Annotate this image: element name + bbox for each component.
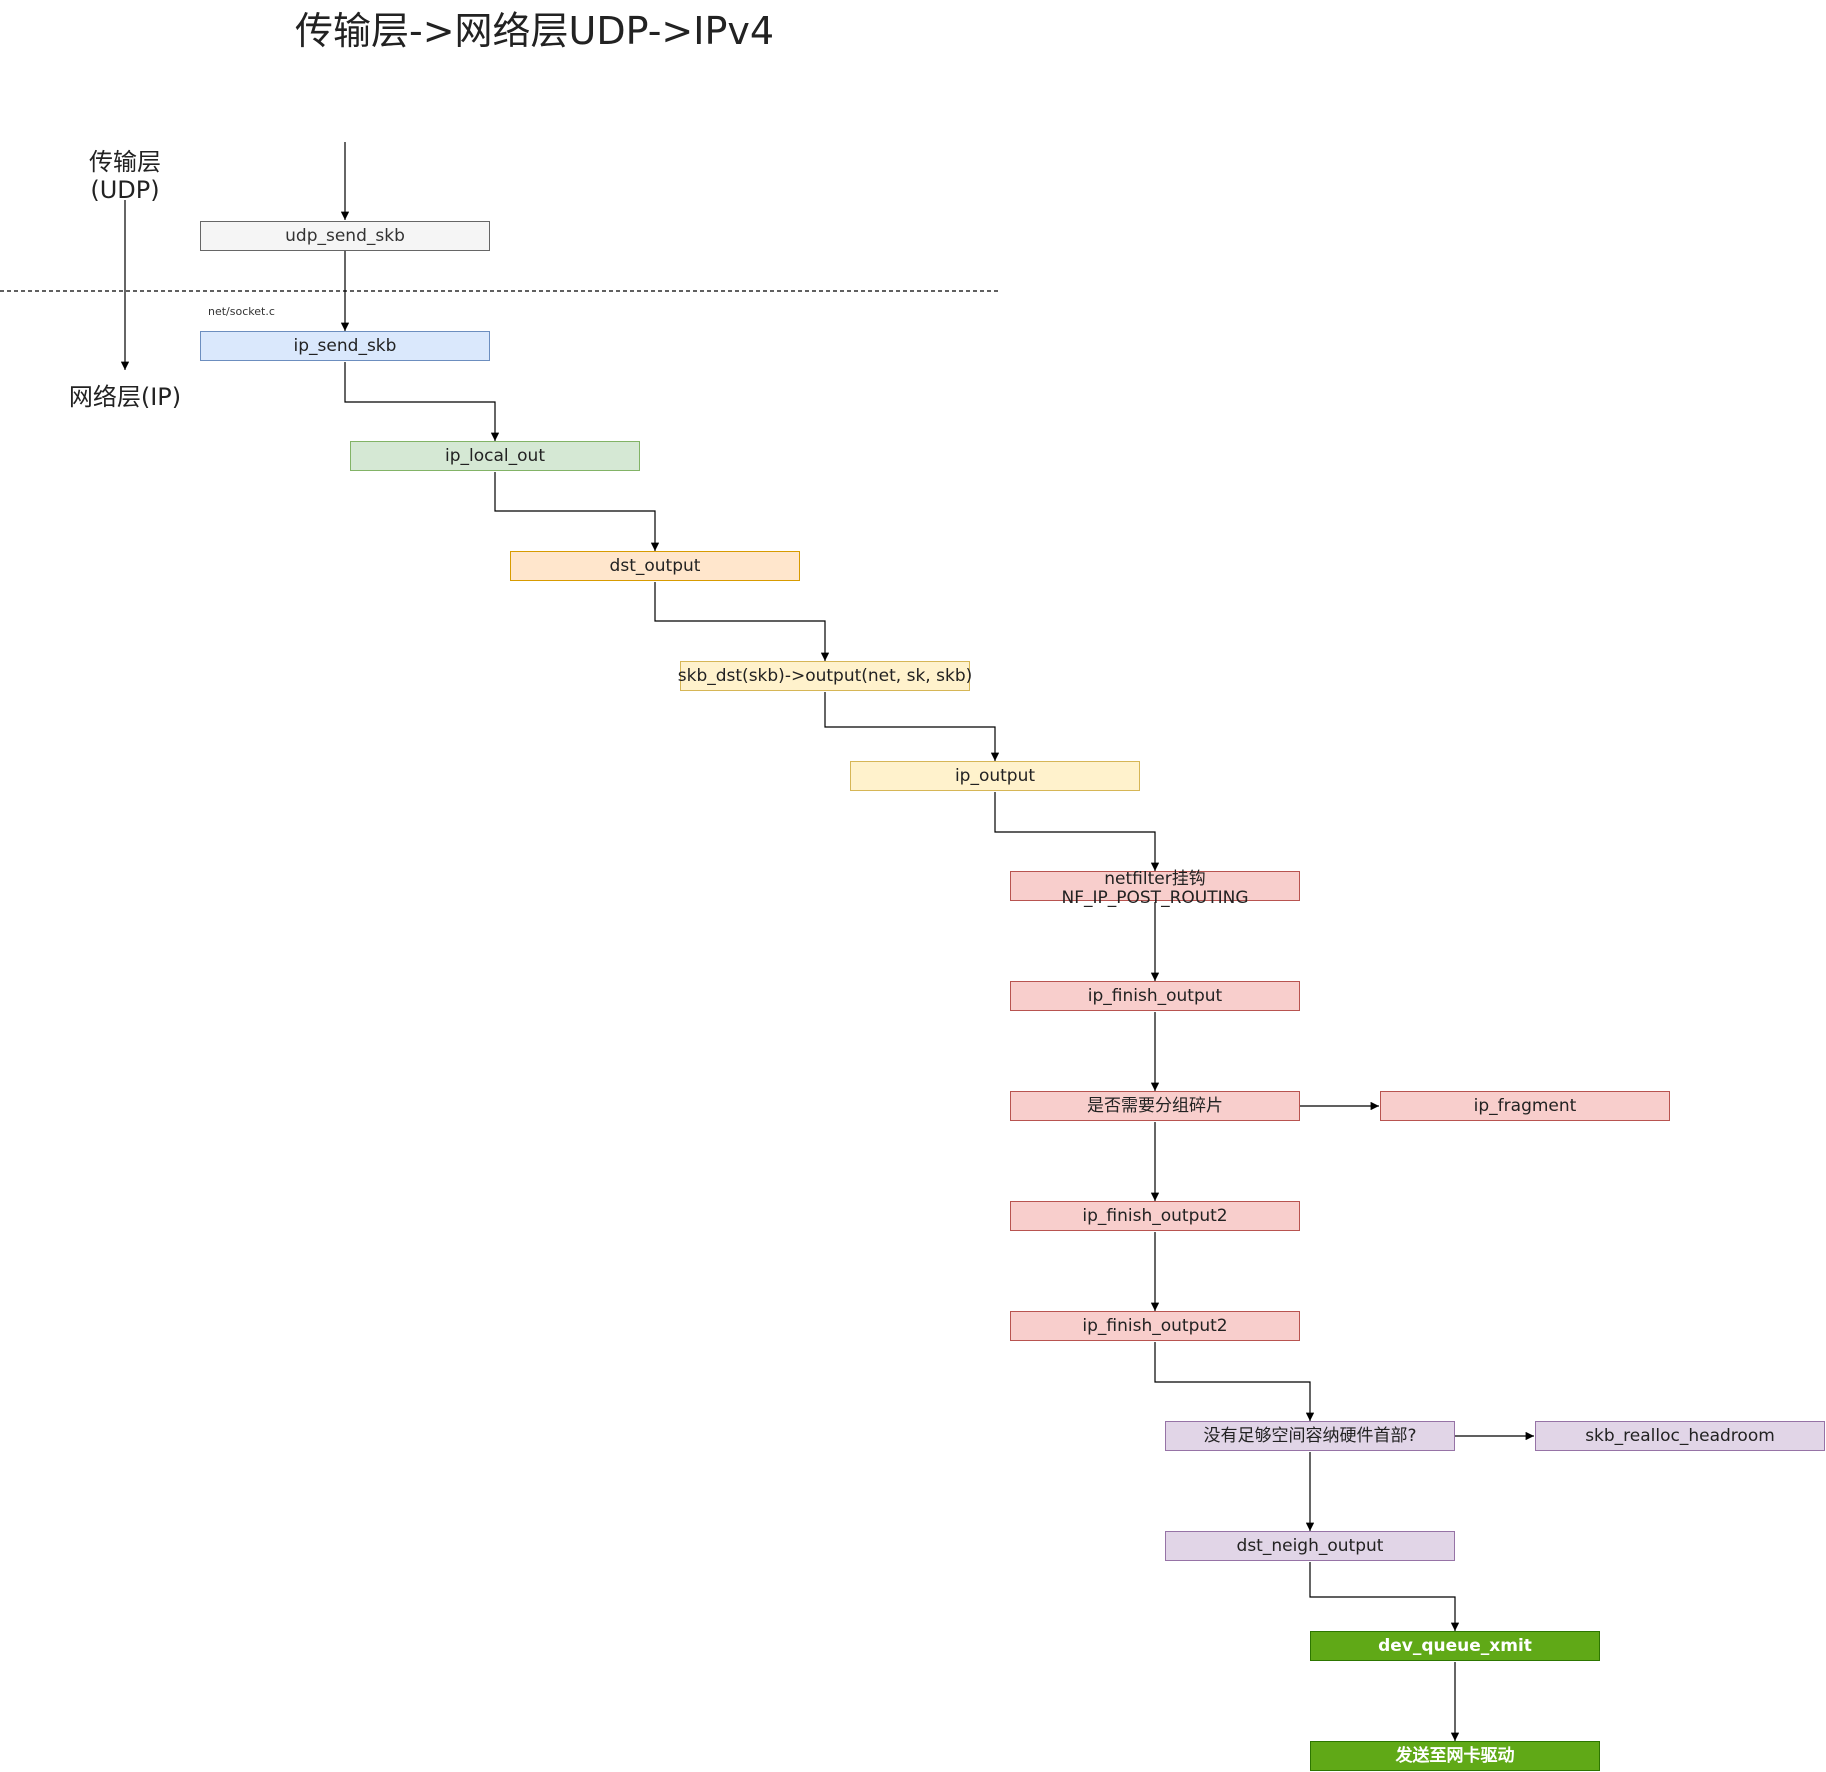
edge-neigh-xmit: [1309, 1562, 1460, 1631]
edge-skb-dst-ip-output: [824, 692, 1000, 761]
edge-ip-send-local-out: [344, 362, 500, 441]
node-udp-send-skb[interactable]: udp_send_skb: [200, 221, 490, 251]
node-skb-realloc-headroom[interactable]: skb_realloc_headroom: [1535, 1421, 1825, 1451]
edge-ip-output-netfilter: [994, 792, 1160, 871]
node-ip-finish-output[interactable]: ip_finish_output: [1010, 981, 1300, 1011]
edge-dst-output-skb-dst: [654, 582, 830, 661]
node-dst-output[interactable]: dst_output: [510, 551, 800, 581]
node-need-fragment[interactable]: 是否需要分组碎片: [1010, 1091, 1300, 1121]
node-netfilter-hook[interactable]: netfilter挂钩 NF_IP_POST_ROUTING: [1010, 870, 1300, 908]
node-ip-send-skb[interactable]: ip_send_skb: [200, 331, 490, 361]
transport-layer-label: 传输层 (UDP): [89, 148, 161, 204]
node-ip-fragment[interactable]: ip_fragment: [1380, 1091, 1670, 1121]
node-ip-finish-output2-a[interactable]: ip_finish_output2: [1010, 1201, 1300, 1231]
node-send-to-nic[interactable]: 发送至网卡驱动: [1310, 1741, 1600, 1771]
diagram-title: 传输层->网络层UDP->IPv4: [295, 9, 775, 53]
node-ip-local-out[interactable]: ip_local_out: [350, 441, 640, 471]
node-no-headroom[interactable]: 没有足够空间容纳硬件首部?: [1165, 1421, 1455, 1451]
node-dst-neigh-output[interactable]: dst_neigh_output: [1165, 1531, 1455, 1561]
node-dev-queue-xmit[interactable]: dev_queue_xmit: [1310, 1631, 1600, 1661]
network-layer-label: 网络层(IP): [68, 383, 182, 411]
file-note: net/socket.c: [208, 305, 275, 318]
node-ip-output[interactable]: ip_output: [850, 761, 1140, 791]
edge-output2-headroom: [1154, 1342, 1315, 1421]
node-ip-finish-output2-b[interactable]: ip_finish_output2: [1010, 1311, 1300, 1341]
edge-local-out-dst-output: [494, 472, 660, 551]
node-skb-dst-output[interactable]: skb_dst(skb)->output(net, sk, skb): [678, 661, 972, 691]
